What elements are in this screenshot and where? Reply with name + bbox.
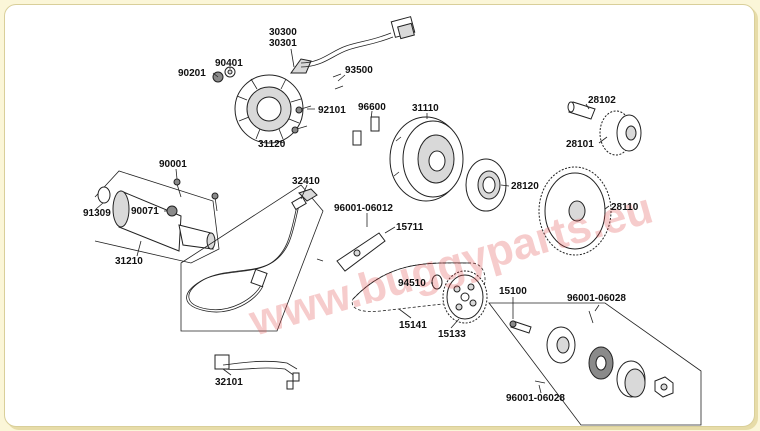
washer-94510 (431, 274, 443, 290)
label-28110: 28110 (611, 202, 639, 213)
label-31120: 31120 (258, 139, 286, 150)
cam-chain (351, 262, 486, 312)
label-30300: 30300 (269, 27, 297, 38)
label-31110: 31110 (412, 103, 439, 114)
tensioner-plunger (509, 320, 532, 334)
label-96001-06028-bottom: 96001-06028 (506, 393, 565, 404)
diagram-panel: www.buggyparts.eu (4, 4, 755, 427)
label-90071: 90071 (131, 206, 159, 217)
tensioner-cap (616, 360, 646, 398)
exploded-parts-diagram: www.buggyparts.eu (83, 16, 702, 426)
leader-lines (95, 48, 610, 394)
starter-driven-gear (538, 166, 612, 256)
bolts-93500 (332, 73, 344, 90)
tensioner-gear (588, 346, 614, 380)
stator-coil (234, 16, 416, 144)
watermark-text: www.buggyparts.eu (243, 184, 658, 346)
label-90001: 90001 (159, 159, 187, 170)
label-96600: 96600 (358, 102, 386, 113)
grouping-bracket-tensioner (488, 302, 702, 426)
label-94510: 94510 (398, 278, 426, 289)
label-30301: 30301 (269, 38, 297, 49)
label-15133: 15133 (438, 329, 466, 340)
label-91309: 91309 (83, 208, 111, 219)
label-15100: 15100 (499, 286, 527, 297)
label-92101: 92101 (318, 105, 346, 116)
label-28101: 28101 (566, 139, 594, 150)
label-32101: 32101 (215, 377, 243, 388)
tensioner-nut (654, 376, 674, 398)
label-96001-06012: 96001-06012 (334, 203, 393, 214)
label-15141: 15141 (399, 320, 427, 331)
grouping-bracket-starter (94, 170, 220, 264)
wiring-harness-32101 (214, 354, 300, 390)
washer-90401 (224, 66, 236, 78)
tensioner-bolts (534, 310, 594, 384)
cam-sprocket (442, 270, 488, 324)
label-90201: 90201 (178, 68, 206, 79)
grouping-bracket-cable (180, 184, 324, 332)
label-93500: 93500 (345, 65, 373, 76)
flywheel-rotor (389, 116, 464, 202)
idle-gear (599, 110, 642, 156)
label-28102: 28102 (588, 95, 616, 106)
label-90401: 90401 (215, 58, 243, 69)
screws-92101 (291, 105, 312, 134)
o-ring-91309 (97, 186, 111, 204)
chain-guide-15711 (316, 232, 386, 272)
label-15711: 15711 (396, 222, 424, 233)
bolt-90001 (173, 178, 219, 212)
label-31210: 31210 (115, 256, 143, 267)
nut-90071 (166, 205, 178, 217)
label-96001-06028-right: 96001-06028 (567, 293, 626, 304)
label-28120: 28120 (511, 181, 539, 192)
starter-cable (186, 188, 318, 313)
label-32410: 32410 (292, 176, 320, 187)
starter-motor (112, 190, 216, 252)
starter-clutch (465, 158, 507, 212)
bolts-96600 (352, 116, 380, 146)
tensioner-body (546, 326, 576, 364)
